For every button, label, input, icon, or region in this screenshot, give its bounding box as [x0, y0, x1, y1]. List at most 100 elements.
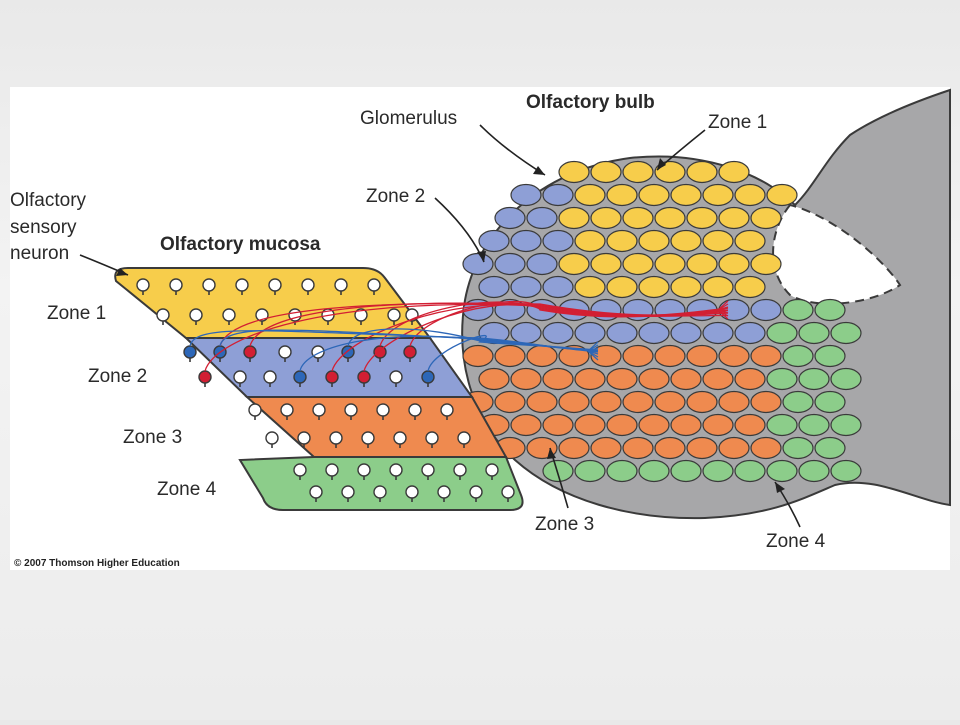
glomerulus-zone3: [574, 367, 606, 391]
glomerulus-zone3: [558, 390, 590, 414]
glomerulus-zone4: [830, 413, 862, 437]
sensory-neuron: [309, 485, 323, 502]
glomerulus-zone3: [622, 344, 654, 368]
glomerulus-zone1: [734, 275, 766, 299]
glomerulus-zone4: [670, 459, 702, 483]
glomerulus-zone1: [702, 275, 734, 299]
glomerulus-zone1: [558, 206, 590, 230]
glomerulus-zone2: [526, 252, 558, 276]
glomerulus-zone2: [478, 229, 510, 253]
glomerulus-zone1: [718, 206, 750, 230]
glomerulus-zone3: [606, 367, 638, 391]
bulb-zone2-label: Zone 2: [366, 186, 425, 207]
glomerulus-zone2: [606, 321, 638, 345]
sensory-neuron: [344, 403, 358, 420]
glomerulus-zone1: [622, 206, 654, 230]
glomerulus-zone1: [654, 206, 686, 230]
glomerulus-zone4: [766, 367, 798, 391]
glomerulus-zone2: [510, 229, 542, 253]
glomerulus-zone1: [718, 160, 750, 184]
glomerulus-zone1: [686, 252, 718, 276]
glomerulus-zone1: [606, 229, 638, 253]
glomerulus-zone3: [654, 390, 686, 414]
glomerulus-zone4: [830, 321, 862, 345]
glomerulus-zone1: [574, 229, 606, 253]
sensory-neuron: [376, 403, 390, 420]
axon-terminal: [587, 350, 599, 361]
glomerulus-zone3: [526, 344, 558, 368]
glomerulus-zone1: [590, 206, 622, 230]
axons: [189, 300, 729, 372]
glomerulus-zone1: [734, 183, 766, 207]
glomerulus-zone1: [574, 275, 606, 299]
mucosa-zone3-label: Zone 3: [123, 427, 182, 448]
glomerulus-zone4: [798, 459, 830, 483]
sensory-neuron: [301, 278, 315, 295]
sensory-neuron: [202, 278, 216, 295]
glomerulus-zone3: [542, 367, 574, 391]
bulb-zone4-label: Zone 4: [766, 531, 826, 552]
glomerulus-zone3: [734, 367, 766, 391]
glomerulus-zone3: [734, 413, 766, 437]
glomerulus-zone1: [590, 252, 622, 276]
sensory-neuron: [233, 370, 247, 387]
glomerulus-zone2: [638, 321, 670, 345]
glomerulus-zone3: [638, 367, 670, 391]
glomerulus-zone4: [766, 459, 798, 483]
glomerulus-zone1: [590, 160, 622, 184]
glomerulus-zone1: [638, 229, 670, 253]
sensory-neuron: [425, 431, 439, 448]
sensory-neuron: [263, 370, 277, 387]
glomerulus-zone1: [654, 252, 686, 276]
sensory-neuron-label-line1: Olfactory: [10, 190, 87, 211]
mucosa-zone4-label: Zone 4: [157, 479, 217, 500]
sensory-neuron: [367, 278, 381, 295]
glomerulus-zone4: [782, 436, 814, 460]
glomerulus-zone2: [734, 321, 766, 345]
sensory-neuron: [457, 431, 471, 448]
glomerulus-label: Glomerulus: [360, 108, 457, 129]
olfactory-mucosa-title: Olfactory mucosa: [160, 234, 321, 255]
glomerulus-zone3: [750, 344, 782, 368]
glomerulus-zone3: [750, 436, 782, 460]
glomerulus-zone4: [542, 459, 574, 483]
glomerulus-zone4: [798, 413, 830, 437]
glomerulus-zone2: [654, 298, 686, 322]
glomerulus-zone3: [622, 390, 654, 414]
sensory-neuron: [156, 308, 170, 325]
glomerulus-zone3: [590, 344, 622, 368]
glomerulus-zone1: [750, 252, 782, 276]
glomerulus-zone4: [702, 459, 734, 483]
glomerulus-zone2: [526, 206, 558, 230]
glomerulus-zone1: [558, 252, 590, 276]
sensory-neuron: [189, 308, 203, 325]
sensory-neuron: [389, 370, 403, 387]
glomerulus-zone2: [670, 321, 702, 345]
sensory-neuron: [387, 308, 401, 325]
glomerulus-zone1: [638, 275, 670, 299]
blue-axon: [427, 334, 599, 372]
glomerulus-zone3: [590, 436, 622, 460]
glomerulus-zone1: [702, 183, 734, 207]
arrowhead-bulb-zone3: [547, 448, 556, 459]
sensory-neuron: [341, 485, 355, 502]
red-axon: [409, 300, 729, 347]
sensory-neuron: [248, 403, 262, 420]
red-neuron: [373, 345, 387, 362]
glomerulus-zone3: [558, 436, 590, 460]
mucosa-zone-4: [238, 456, 524, 511]
sensory-neuron: [268, 278, 282, 295]
glomerulus-zone1: [686, 160, 718, 184]
sensory-neuron: [440, 403, 454, 420]
glomerulus-zone3: [718, 390, 750, 414]
glomerulus-zone4: [574, 459, 606, 483]
glomerulus-zone1: [606, 183, 638, 207]
glomerulus-zone4: [782, 344, 814, 368]
glomerulus-zone4: [734, 459, 766, 483]
glomerulus-zone3: [542, 413, 574, 437]
sensory-neuron: [265, 431, 279, 448]
glomerulus-zone2: [702, 321, 734, 345]
glomerulus-zone3: [510, 367, 542, 391]
mucosa-zone2-label: Zone 2: [88, 366, 147, 387]
